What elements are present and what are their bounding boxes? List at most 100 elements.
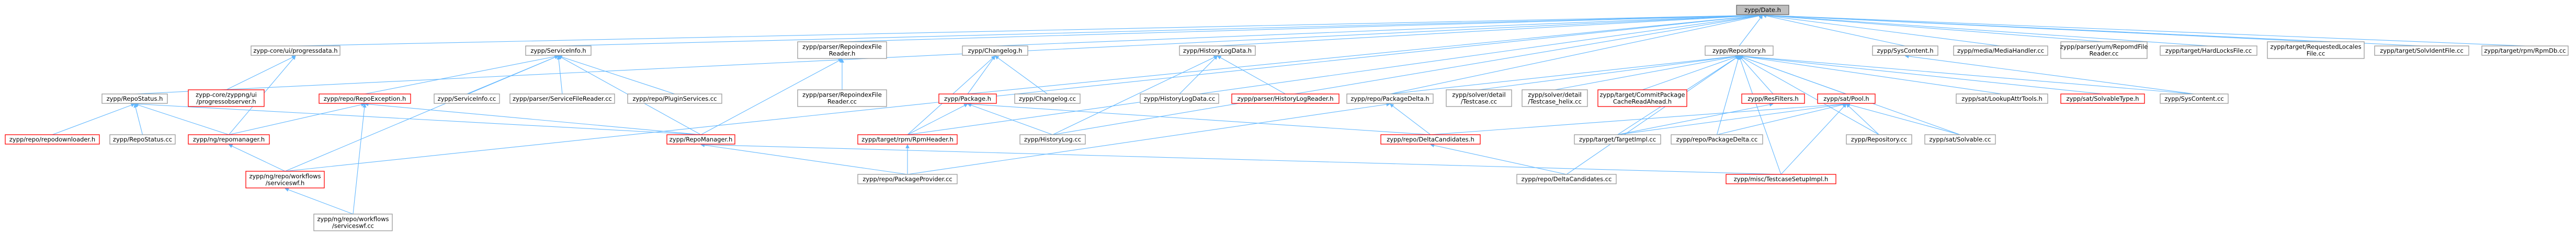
dependency-edge [1762, 13, 2209, 46]
node-label: zypp/SysContent.cc [2164, 95, 2223, 102]
graph-node-serviceinfo-cc[interactable]: zypp/ServiceInfo.cc [434, 93, 500, 104]
graph-node-deltacandidates-cc[interactable]: zypp/repo/DeltaCandidates.cc [1516, 174, 1617, 184]
edge-historylog_cc-to-historylogdata_h [1052, 55, 1218, 135]
graph-node-commitpkgcache[interactable]: zypp/target/CommitPackageCacheReadAhead.… [1597, 89, 1687, 107]
graph-node-servicesdef[interactable]: zypp/ng/repo/workflows/serviceswf.h [245, 171, 325, 188]
dependency-edge [907, 103, 968, 135]
graph-node-serviceinfo-h[interactable]: zypp/ServiceInfo.h [525, 45, 592, 56]
node-label: zypp/ng/repo/workflows [249, 173, 321, 180]
node-label: zypp/solver/detail [1452, 91, 1505, 99]
node-box [1014, 93, 1081, 104]
graph-node-satpool-h[interactable]: zypp/sat/Pool.h [1817, 93, 1876, 104]
node-label: zypp/RepoManager.h [669, 136, 733, 143]
edge-testcase_cc-to-repository_h [1479, 54, 1740, 90]
graph-node-root[interactable]: zypp/Date.h [1736, 5, 1789, 15]
dependency-edge [1739, 54, 2002, 95]
graph-node-rpmdb[interactable]: zypp/target/rpm/RpmDb.cc [2481, 45, 2569, 56]
node-box [5, 134, 100, 145]
edge-syscontent_cc-to-repository_h [1739, 54, 2195, 95]
edge-pluginservices-to-serviceinfo_h [558, 55, 675, 95]
node-label: zypp/RepoStatus.h [107, 95, 163, 102]
node-label: zypp/target/SolvIdentFile.cc [2380, 47, 2464, 54]
graph-node-hardlocks[interactable]: zypp/target/HardLocksFile.cc [2160, 45, 2257, 56]
dependency-edge [285, 13, 1763, 172]
graph-node-deltacandidates-h[interactable]: zypp/repo/DeltaCandidates.h [1380, 134, 1481, 145]
edge-servicesdef-to-serviceinfo_h [285, 55, 559, 172]
graph-node-testcase-cc[interactable]: zypp/solver/detail/Testcase.cc [1446, 89, 1512, 107]
graph-node-repoexception-h[interactable]: zypp/repo/RepoException.h [319, 93, 411, 104]
graph-node-progressdata[interactable]: zypp-core/ui/progressdata.h [251, 45, 341, 56]
graph-node-syscontent-h[interactable]: zypp/SysContent.h [1872, 45, 1938, 56]
node-label: zypp/RepoStatus.cc [113, 136, 172, 143]
edge-repository_cc-to-repository_h [1739, 55, 1879, 135]
graph-node-repostatus-cc[interactable]: zypp/RepoStatus.cc [109, 134, 176, 145]
node-box [1231, 93, 1340, 104]
node-label: zypp-core/zyppng/ui [196, 91, 257, 99]
node-box [251, 45, 341, 56]
graph-node-historylogdata-h[interactable]: zypp/HistoryLogData.h [1179, 45, 1256, 56]
edge-repomanager_h-to-repoexception_h [364, 102, 701, 135]
edge-testcasesetup-to-satpool_h [1780, 103, 1847, 175]
graph-node-solvabletype[interactable]: zypp/sat/SolvableType.h [2060, 93, 2145, 104]
dependency-edge [285, 187, 354, 215]
graph-node-changelog-h[interactable]: zypp/Changelog.h [962, 45, 1028, 56]
edge-syscontent_h-to-root [1762, 14, 1905, 46]
edge-ng_repomanager-to-repoexception_h [229, 102, 366, 135]
graph-node-historylog-cc[interactable]: zypp/HistoryLog.cc [1019, 134, 1086, 145]
graph-node-packagedelta-h[interactable]: zypp/repo/PackageDelta.h [1346, 93, 1434, 104]
node-label: /serviceswf.cc [332, 222, 374, 230]
dependency-edge [1846, 103, 1960, 135]
graph-node-repostatus-h[interactable]: zypp/RepoStatus.h [101, 93, 168, 104]
node-label: zypp/Repository.cc [1851, 136, 1907, 143]
node-box [1741, 93, 1805, 104]
edge-serviceswf_cc-to-repoexception_h [353, 103, 367, 215]
graph-node-packagedelta-cc[interactable]: zypp/repo/PackageDelta.cc [1671, 134, 1763, 145]
edge-servicesdef-to-ng_repomanager [228, 144, 286, 172]
node-label: zypp/Date.h [1744, 6, 1781, 14]
edge-repostatus_cc-to-repostatus_h [133, 103, 143, 135]
dependency-edge [1762, 14, 2001, 46]
graph-node-repository-cc[interactable]: zypp/Repository.cc [1846, 134, 1912, 145]
edge-packagedelta_h-to-repository_h [1390, 54, 1740, 95]
graph-node-historylogreader-h[interactable]: zypp/parser/HistoryLogReader.h [1231, 93, 1340, 104]
graph-node-solvable-cc[interactable]: zypp/sat/Solvable.cc [1924, 134, 1996, 145]
node-label: /serviceswf.h [266, 180, 305, 187]
node-box [1574, 134, 1661, 145]
graph-node-rpmheader-h[interactable]: zypp/target/rpm/RpmHeader.h [857, 134, 958, 145]
graph-node-ng-repomanager[interactable]: zypp/ng/repomanager.h [188, 134, 270, 145]
graph-node-pluginservices[interactable]: zypp/repo/PluginServices.cc [627, 93, 722, 104]
node-box [2160, 45, 2257, 56]
graph-node-servicefilereader[interactable]: zypp/parser/ServiceFileReader.cc [509, 93, 615, 104]
graph-node-filesfilter[interactable]: zypp/ResFilters.h [1741, 93, 1805, 104]
graph-node-packageprovider[interactable]: zypp/repo/PackageProvider.cc [857, 174, 958, 184]
graph-node-repository-h[interactable]: zypp/Repository.h [1705, 45, 1774, 56]
graph-node-serviceswf-cc[interactable]: zypp/ng/repo/workflows/serviceswf.cc [313, 214, 393, 231]
graph-node-package-h[interactable]: zypp/Package.h [938, 93, 997, 104]
node-box [666, 134, 735, 145]
graph-node-solvedtarget[interactable]: zypp/target/SolvIdentFile.cc [2374, 45, 2469, 56]
graph-node-changelog-cc[interactable]: zypp/Changelog.cc [1014, 93, 1081, 104]
graph-node-repodownloader[interactable]: zypp/repo/repodownloader.h [5, 134, 100, 145]
edge-repoexception_h-to-serviceinfo_h [365, 54, 559, 95]
graph-node-syscontent-cc[interactable]: zypp/SysContent.cc [2160, 93, 2229, 104]
node-label: zypp/target/HardLocksFile.cc [2165, 47, 2252, 54]
node-label: zypp/misc/TestcaseSetupImpl.h [1734, 175, 1829, 183]
graph-node-testcasesetup[interactable]: zypp/misc/TestcaseSetupImpl.h [1726, 174, 1836, 184]
edge-historylog_cc-to-package_h [967, 103, 1053, 135]
graph-node-testcase-helix[interactable]: zypp/solver/detail/Testcase_helix.cc [1522, 89, 1588, 107]
graph-node-targetimpl[interactable]: zypp/target/TargetImpl.cc [1574, 134, 1661, 145]
graph-node-lookupattr[interactable]: zypp/sat/LookupAttrTools.h [1956, 93, 2048, 104]
node-box [313, 214, 393, 231]
dependency-edge [1739, 54, 2103, 95]
node-box [1872, 45, 1938, 56]
graph-node-mediahandler[interactable]: zypp/media/MediaHandler.cc [1953, 45, 2048, 56]
edge-filesfilter-to-repository_h [1739, 55, 1774, 95]
graph-node-historylogdata-cc[interactable]: zypp/HistoryLogData.cc [1140, 93, 1219, 104]
graph-node-progressobserver[interactable]: zypp-core/zyppng/ui/progressobserver.h [188, 89, 265, 107]
graph-node-repomanager-h[interactable]: zypp/RepoManager.h [666, 134, 735, 145]
